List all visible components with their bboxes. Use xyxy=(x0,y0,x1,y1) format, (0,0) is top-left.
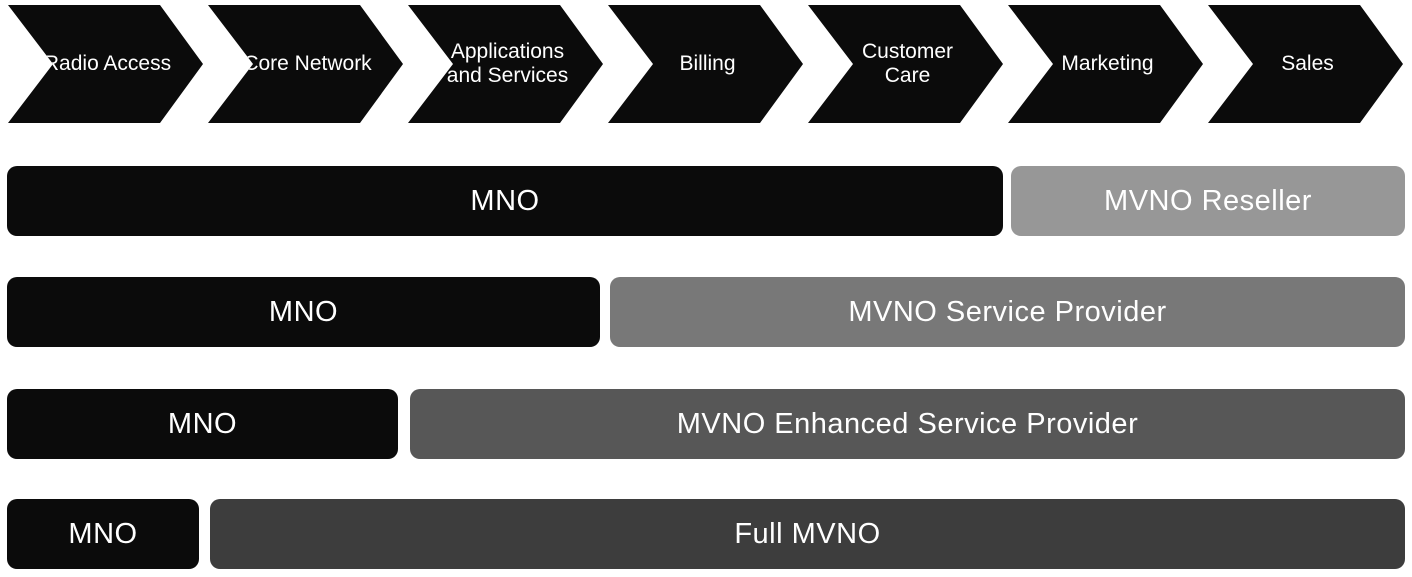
mno-bar-row4: MNO xyxy=(7,499,199,569)
full-mvno-bar: Full MVNO xyxy=(210,499,1405,569)
stage-label: Marketing xyxy=(1061,52,1154,75)
chevron-billing: Billing xyxy=(608,5,803,123)
chevron-core-network: Core Network xyxy=(208,5,403,123)
chevron-customer-care: Customer Care xyxy=(808,5,1003,123)
chevron-marketing: Marketing xyxy=(1008,5,1203,123)
mvno-reseller-bar: MVNO Reseller xyxy=(1011,166,1405,236)
mno-bar-row3: MNO xyxy=(7,389,398,459)
stage-label: Core Network xyxy=(243,52,372,75)
stage-label: Customer Care xyxy=(861,40,954,87)
mvno-service-provider-bar: MVNO Service Provider xyxy=(610,277,1405,347)
stage-label: Applications and Services xyxy=(446,40,569,87)
chevron-applications-and-services: Applications and Services xyxy=(408,5,603,123)
stage-label: Sales xyxy=(1281,52,1334,75)
stage-label: Billing xyxy=(679,52,736,75)
mno-bar-row2: MNO xyxy=(7,277,600,347)
chevron-radio-access: Radio Access xyxy=(8,5,203,123)
mno-bar-row1: MNO xyxy=(7,166,1003,236)
chevron-sales: Sales xyxy=(1208,5,1403,123)
stage-label: Radio Access xyxy=(43,52,172,75)
mvno-enhanced-service-provider-bar: MVNO Enhanced Service Provider xyxy=(410,389,1405,459)
